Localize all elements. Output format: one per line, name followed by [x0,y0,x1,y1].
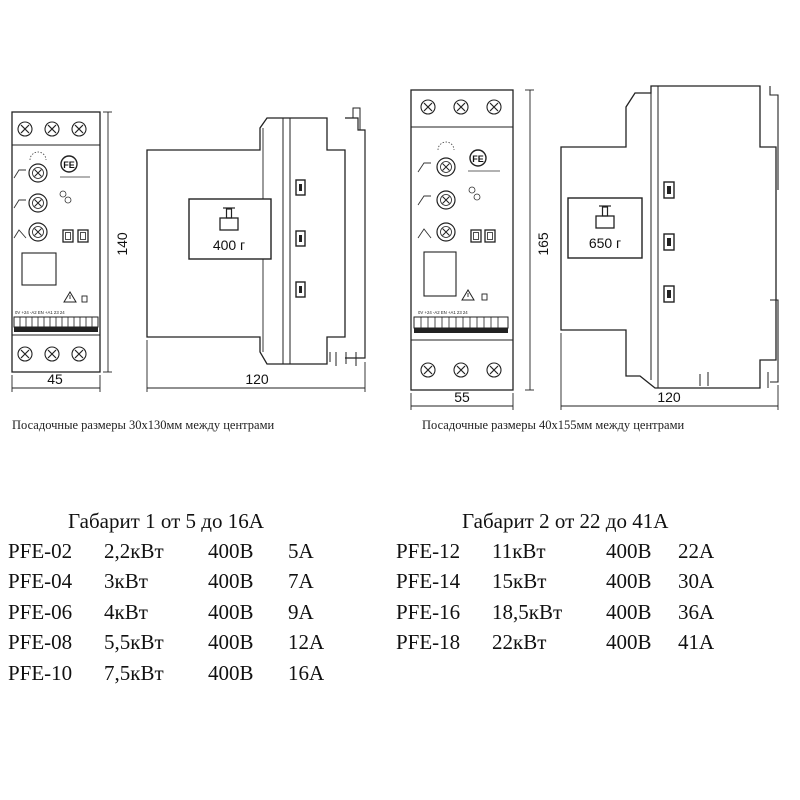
model-cell: PFE-14 [396,569,461,594]
table-row: PFE-16 18,5кВт 400В 36А [396,597,738,628]
device2-mounting-caption: Посадочные размеры 40х155мм между центра… [422,418,685,432]
device1-width-label: 45 [47,371,63,387]
logo-icon [469,149,487,167]
model-cell: PFE-10 [8,660,73,685]
device1-depth-dimension: 120 [146,340,366,392]
device1-terminal-text: 0V +24 -A2 EN +A1 23 24 [15,310,65,315]
group2-models-table: PFE-12 11кВт 400В 22А PFE-14 15кВт 400В … [396,536,738,658]
group1-models-table: PFE-02 2,2кВт 400В 5А PFE-04 3кВт 400В 7… [8,536,348,689]
voltage-cell: 400В [208,630,254,655]
device2-depth-label: 120 [657,389,681,405]
table-row: PFE-06 4кВт 400В 9А [8,597,348,628]
model-cell: PFE-02 [8,538,73,563]
model-cell: PFE-04 [8,569,73,594]
current-cell: 5А [288,538,314,563]
model-cell: PFE-16 [396,599,461,624]
device2-front-view: FE 0V +24 -A2 EN +A1 23 24 [410,89,514,391]
device1-mounting-caption: Посадочные размеры 30х130мм между центра… [12,418,275,432]
model-cell: PFE-12 [396,538,461,563]
device1-height-label: 140 [114,232,130,256]
current-cell: 22А [678,538,715,563]
logo-icon [60,155,78,173]
table-row: PFE-18 22кВт 400В 41А [396,628,738,659]
device2-height-label: 165 [535,232,551,256]
device2-height-dimension: 165 [525,89,551,391]
power-cell: 15кВт [492,569,547,594]
group2-title: Габарит 2 от 22 до 41А [462,509,669,533]
model-cell: PFE-08 [8,630,73,655]
device1-width-dimension: 45 [11,371,101,392]
current-cell: 12А [288,630,325,655]
power-cell: 5,5кВт [104,630,164,655]
device1-depth-label: 120 [245,371,269,387]
table-row: PFE-10 7,5кВт 400В 16А [8,658,348,689]
device2-width-label: 55 [454,389,470,405]
table-row: PFE-12 11кВт 400В 22А [396,536,738,567]
device1-weight-label: 400 г [213,237,245,253]
voltage-cell: 400В [606,569,652,594]
voltage-cell: 400В [208,569,254,594]
device2-side-view: 650 г [560,85,779,389]
current-cell: 36А [678,599,715,624]
device1-front-view: FE 0V +24 -A2 EN +A1 23 24 [11,111,101,373]
power-cell: 3кВт [104,569,148,594]
current-cell: 9А [288,599,314,624]
model-cell: PFE-06 [8,599,73,624]
device2-terminal-text: 0V +24 -A2 EN +A1 23 24 [418,310,468,315]
current-cell: 30А [678,569,715,594]
power-cell: 22кВт [492,630,547,655]
table-row: PFE-02 2,2кВт 400В 5А [8,536,348,567]
current-cell: 41А [678,630,715,655]
group1-title: Габарит 1 от 5 до 16А [68,509,264,533]
device1-side-view: 400 г [146,107,366,366]
device1-height-dimension: 140 [103,111,130,373]
table-row: PFE-04 3кВт 400В 7А [8,567,348,598]
voltage-cell: 400В [208,660,254,685]
device2-logo-text: FE [472,154,484,164]
voltage-cell: 400В [208,599,254,624]
device2-width-dimension: 55 [410,389,514,410]
model-cell: PFE-18 [396,630,461,655]
current-cell: 16А [288,660,325,685]
device2-weight-label: 650 г [589,235,621,251]
power-cell: 18,5кВт [492,599,563,624]
power-cell: 11кВт [492,538,546,563]
power-cell: 2,2кВт [104,538,164,563]
device2-depth-dimension: 120 [560,333,779,410]
current-cell: 7А [288,569,314,594]
voltage-cell: 400В [606,630,652,655]
power-cell: 4кВт [104,599,148,624]
table-row: PFE-14 15кВт 400В 30А [396,567,738,598]
voltage-cell: 400В [208,538,254,563]
device1-logo-text: FE [63,160,75,170]
voltage-cell: 400В [606,538,652,563]
power-cell: 7,5кВт [104,660,164,685]
table-row: PFE-08 5,5кВт 400В 12А [8,628,348,659]
voltage-cell: 400В [606,599,652,624]
